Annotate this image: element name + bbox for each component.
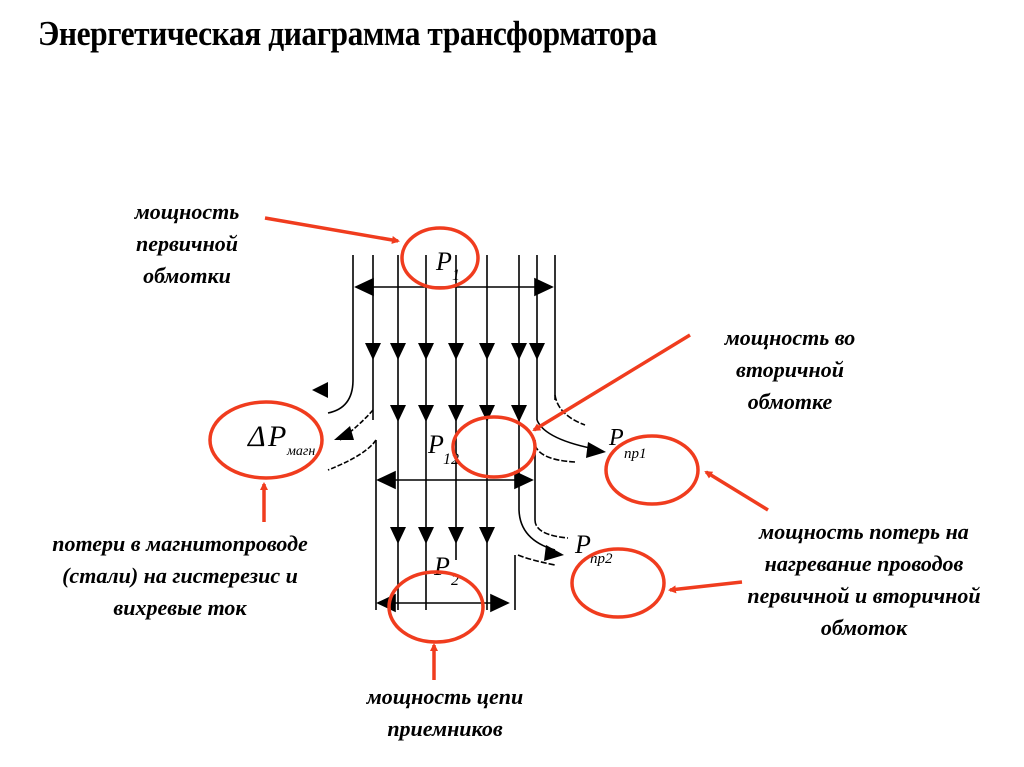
symbol-subscript: пр1 bbox=[624, 446, 647, 462]
symbol-subscript: магн bbox=[286, 444, 315, 459]
down-arrow bbox=[418, 527, 434, 544]
down-arrow bbox=[418, 343, 434, 360]
label-line: вихревые ток bbox=[113, 595, 247, 620]
pr1-curve-lower bbox=[534, 444, 576, 463]
core-loss-curve-inner bbox=[339, 409, 374, 441]
flow-lines bbox=[327, 255, 601, 610]
symbol-subscript: 1 bbox=[452, 267, 460, 284]
down-arrow bbox=[390, 527, 406, 544]
flow-arrowheads bbox=[312, 343, 606, 561]
symbol-subscript: 2 bbox=[451, 572, 459, 589]
label-line: первичной bbox=[135, 231, 239, 256]
down-arrow bbox=[448, 343, 464, 360]
label-primary-winding-power: мощность первичной обмотки bbox=[112, 196, 262, 292]
pointer-arrow-secondary bbox=[532, 333, 691, 432]
page-title: Энергетическая диаграмма трансформатора bbox=[38, 14, 657, 53]
symbol-delta-p-mag: Δ P магн bbox=[247, 420, 315, 459]
label-line: первичной и вторичной bbox=[747, 583, 981, 608]
label-line: обмотки bbox=[143, 263, 231, 288]
label-line: мощность bbox=[134, 199, 240, 224]
symbol-main: P bbox=[435, 247, 452, 276]
p12-arrow-left bbox=[376, 470, 396, 490]
symbol-p1: P 1 bbox=[435, 247, 460, 284]
down-arrow bbox=[418, 405, 434, 422]
pr2-curve-lower bbox=[517, 554, 556, 566]
highlight-ellipse-p-pr1 bbox=[604, 434, 700, 506]
highlight-ellipse-p12 bbox=[451, 415, 537, 479]
pr2-curve-inner bbox=[518, 509, 556, 551]
down-arrow bbox=[365, 343, 381, 360]
down-arrow bbox=[511, 405, 527, 422]
core-loss-arrow bbox=[334, 426, 354, 440]
pointer-arrow-copper-loss-1 bbox=[704, 470, 769, 512]
p2-arrow-right bbox=[490, 593, 510, 613]
label-line: нагревание проводов bbox=[764, 551, 964, 576]
p1-arrow-left bbox=[354, 277, 374, 297]
highlight-ellipse-p1 bbox=[400, 226, 480, 290]
down-arrow bbox=[479, 527, 495, 544]
label-line: обмотке bbox=[747, 389, 833, 414]
symbol-main: P bbox=[433, 552, 450, 581]
core-loss-arrow-upper bbox=[312, 382, 328, 398]
symbol-delta: Δ bbox=[247, 420, 266, 453]
down-arrow bbox=[529, 343, 545, 360]
down-arrow bbox=[479, 405, 495, 422]
down-arrow bbox=[390, 405, 406, 422]
down-arrow bbox=[448, 405, 464, 422]
pr1-arrow bbox=[586, 442, 606, 458]
highlight-ellipse-p2 bbox=[387, 570, 485, 644]
core-loss-curve-outer bbox=[327, 379, 354, 414]
label-copper-losses: мощность потерь на нагревание проводов п… bbox=[705, 516, 1023, 644]
label-core-losses: потери в магнитопроводе (стали) на гисте… bbox=[10, 528, 350, 624]
symbol-main: P bbox=[427, 430, 444, 459]
pointer-arrow-copper-loss-2 bbox=[668, 580, 743, 594]
p12-arrow-right bbox=[514, 470, 534, 490]
highlights bbox=[208, 216, 769, 680]
highlight-ellipse-p-pr2 bbox=[570, 547, 666, 619]
p1-arrow-right bbox=[534, 277, 554, 297]
symbol-main: P bbox=[267, 420, 286, 453]
core-loss-curve-lower bbox=[327, 439, 377, 471]
pointer-arrow-primary bbox=[264, 216, 400, 244]
pr2-curve-outer bbox=[534, 519, 569, 539]
symbol-p-pr1: P пр1 bbox=[608, 425, 647, 462]
label-load-power: мощность цепи приемников bbox=[340, 681, 550, 745]
down-arrow bbox=[390, 343, 406, 360]
label-line: мощность потерь на bbox=[759, 519, 969, 544]
down-arrow bbox=[511, 343, 527, 360]
down-arrow bbox=[479, 343, 495, 360]
down-arrow bbox=[448, 527, 464, 544]
highlight-ellipse-delta-p-mag bbox=[208, 400, 324, 480]
label-line: мощность цепи bbox=[366, 684, 524, 709]
label-line: приемников bbox=[387, 716, 503, 741]
label-line: мощность во bbox=[724, 325, 856, 350]
label-line: обмоток bbox=[820, 615, 908, 640]
label-line: потери в магнитопроводе bbox=[52, 531, 308, 556]
label-secondary-winding-power: мощность во вторичной обмотке bbox=[695, 322, 885, 418]
symbol-main: P bbox=[574, 530, 591, 559]
label-line: (стали) на гистерезис и bbox=[62, 563, 298, 588]
pr2-arrow bbox=[544, 545, 564, 561]
label-line: вторичной bbox=[736, 357, 844, 382]
